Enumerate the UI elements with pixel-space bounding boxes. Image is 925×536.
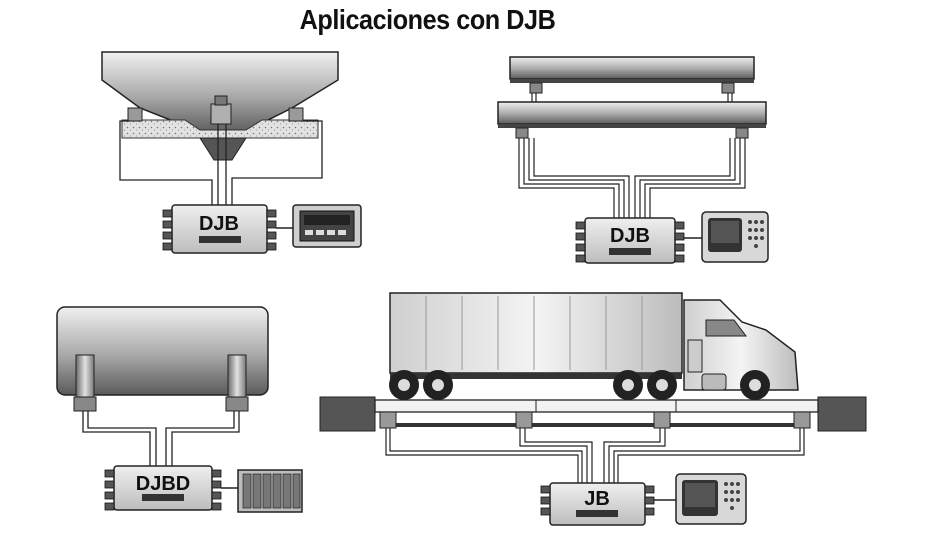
tank-application: DJBD — [56, 306, 303, 513]
hopper-application: DJB — [101, 51, 362, 254]
page-title: Aplicaciones con DJB — [299, 4, 556, 35]
junction-box-label: DJB — [199, 213, 239, 235]
djbd-junction-box-tank: DJBD — [104, 465, 222, 511]
scale-deck — [374, 399, 819, 413]
load-cell-icon — [288, 107, 304, 122]
conveyor-cables — [518, 93, 746, 218]
cab-window — [705, 319, 747, 337]
pit-wall-left — [319, 396, 376, 432]
plc-controller — [237, 469, 303, 513]
load-cell-icon — [735, 127, 749, 139]
djb-junction-box-conveyor: DJB — [575, 217, 685, 264]
junction-box-label: JB — [584, 488, 610, 510]
load-cell-icon — [721, 82, 735, 94]
load-cell-icon — [73, 396, 97, 412]
hopper-cables — [119, 120, 323, 205]
load-cell-icon — [379, 411, 397, 429]
upper-conveyor-beam — [509, 56, 755, 80]
junction-box-label: DJBD — [136, 473, 190, 495]
load-cell-icon — [653, 411, 671, 429]
tank-cables — [82, 411, 240, 466]
load-cell-icon — [225, 396, 249, 412]
lower-conveyor-beam — [497, 101, 767, 125]
tank-support-leg — [75, 354, 95, 398]
truck-scale-application: JB — [319, 292, 867, 526]
djb-junction-box-hopper: DJB — [162, 204, 277, 254]
truck-wheels — [389, 370, 770, 400]
discharge-funnel — [199, 137, 247, 161]
jb-junction-box-truck-scale: JB — [540, 482, 655, 526]
truck-trailer — [389, 292, 683, 374]
tank-support-leg — [227, 354, 247, 398]
weight-indicator-terminal — [292, 204, 362, 248]
weight-indicator-terminal — [701, 211, 769, 263]
concrete-floor — [121, 119, 319, 139]
load-cell-icon — [793, 411, 811, 429]
truck-scale-cables — [385, 428, 805, 483]
junction-box-label: DJB — [610, 225, 650, 247]
load-cell-icon — [515, 127, 529, 139]
load-cell-icon — [127, 107, 143, 122]
tank-body — [56, 306, 269, 396]
load-cell-icon — [515, 411, 533, 429]
conveyor-application: DJB — [497, 56, 769, 264]
truck-scale-load-cells — [379, 411, 811, 429]
pit-wall-right — [817, 396, 867, 432]
weight-indicator-terminal — [675, 473, 747, 525]
fuel-tank — [701, 373, 727, 391]
load-cell-icon — [529, 82, 543, 94]
load-cell-icon — [210, 103, 232, 125]
